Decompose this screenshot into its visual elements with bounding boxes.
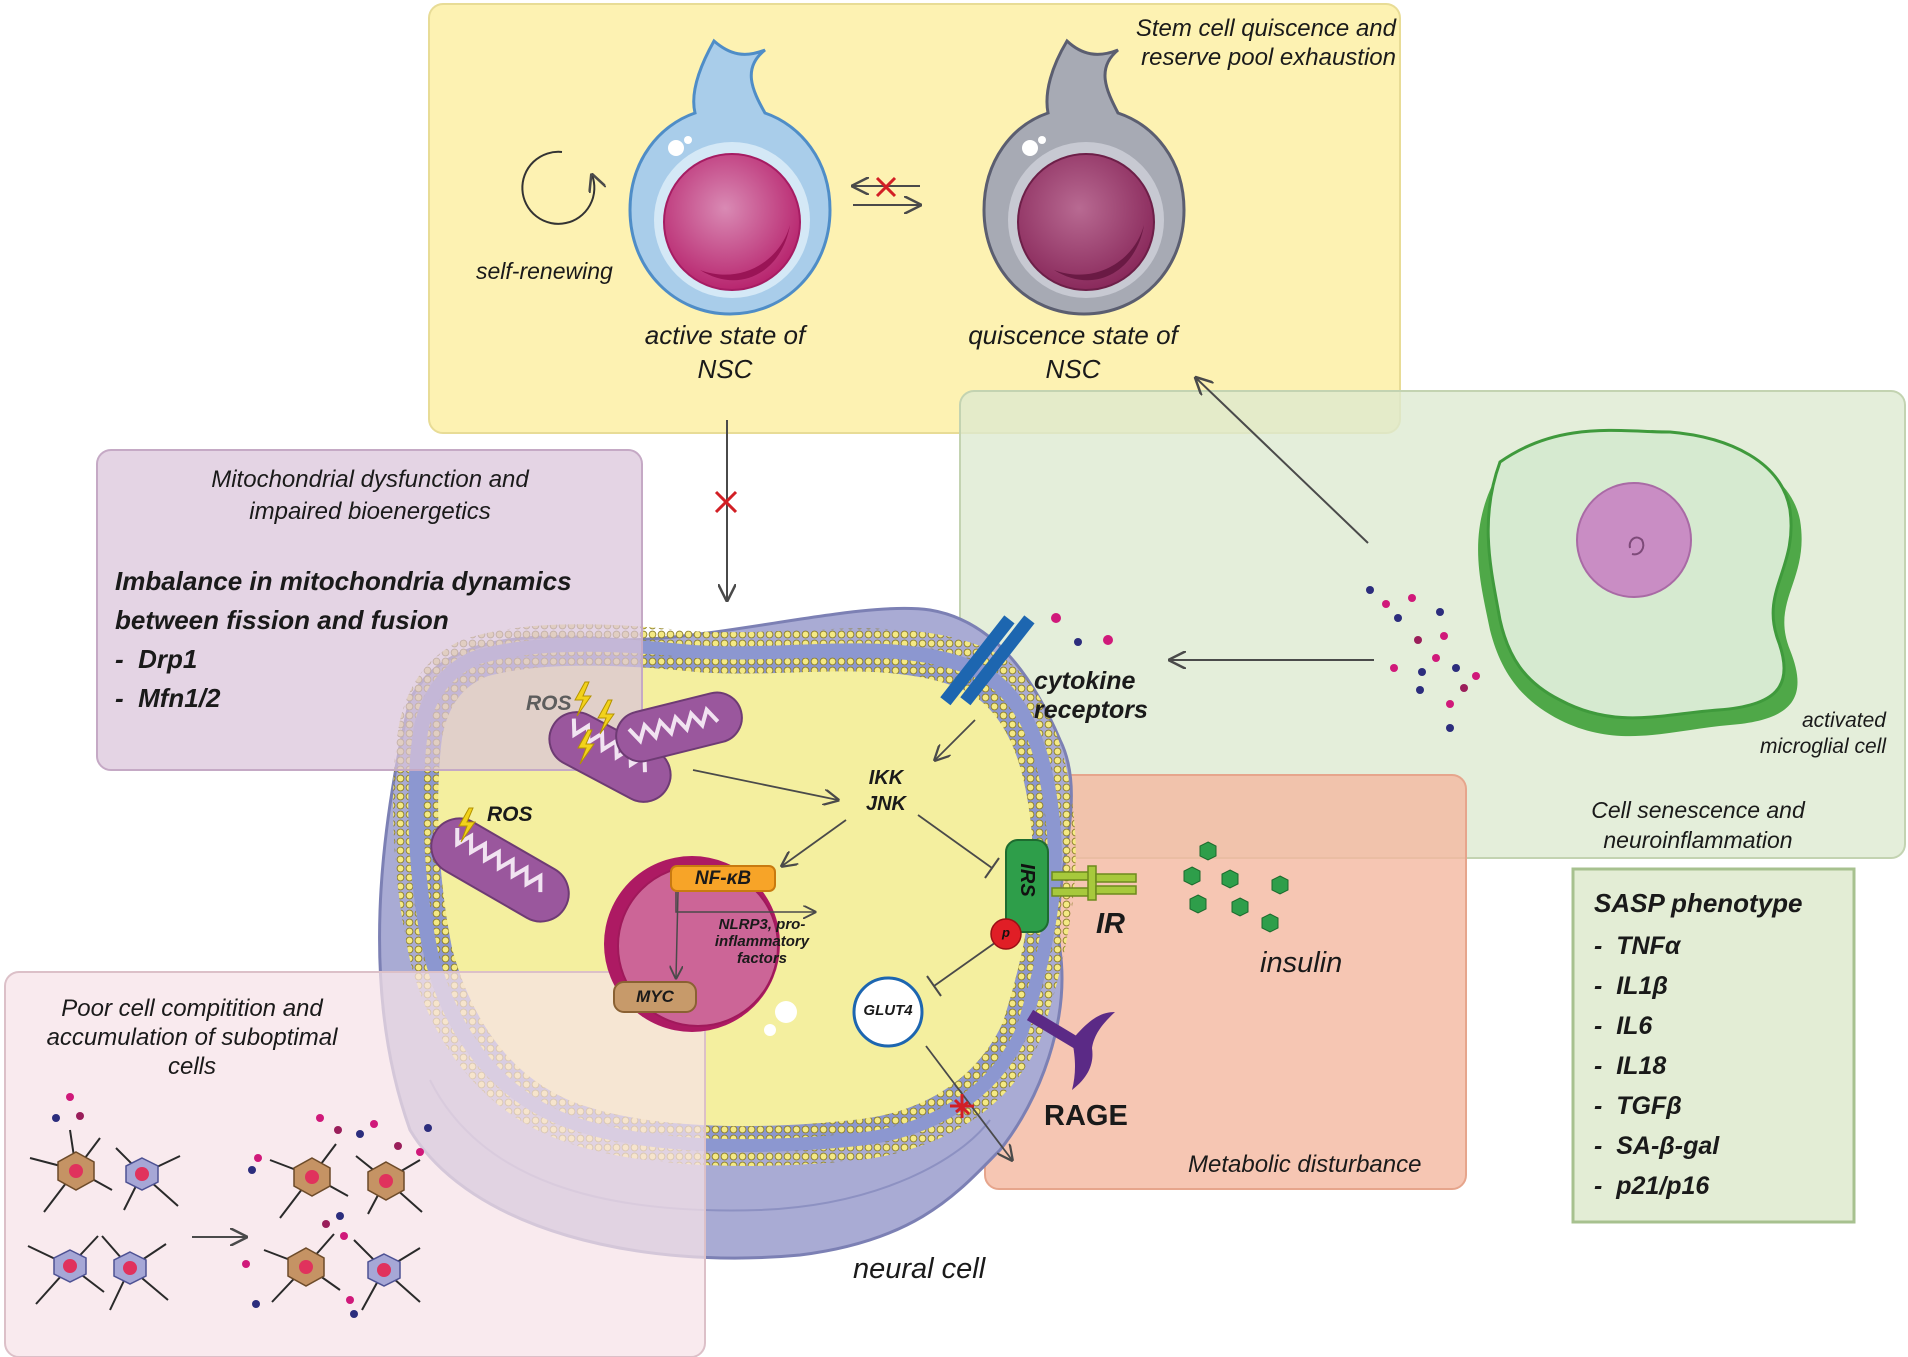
ikk-jnk-label: IKK JNK: [865, 767, 906, 815]
mitochondria-item-list: - Drp1 - Mfn1/2: [115, 640, 220, 718]
competition-dots: [52, 1093, 432, 1318]
nfkb-label: NF-κB: [694, 868, 752, 889]
ikk-to-nfkb-arrow: [782, 819, 847, 866]
glut4-transporter: [852, 976, 924, 1048]
active-nsc: [628, 38, 832, 316]
phospho-label: p: [1002, 925, 1010, 940]
glut4-arrow: [925, 1045, 1012, 1160]
stem-cell-panel: [428, 3, 1401, 434]
ros-lightning-icons: [458, 681, 615, 843]
irs-protein: [1005, 839, 1049, 933]
neuron-bodies-before: [53, 1151, 159, 1285]
cytokine-receptors-label: cytokine receptors: [1034, 667, 1148, 724]
mitochondrion-3: [430, 817, 570, 923]
sasp-panel: [1571, 867, 1856, 1224]
insulin-receptor: [1051, 865, 1137, 901]
sasp-item: - p21/p16: [1594, 1172, 1710, 1200]
nlrp3-label: NLRP3, pro-inflammatory factors: [714, 916, 810, 967]
block-x-top: [875, 176, 897, 198]
sasp-item-text: SA-β-gal: [1616, 1132, 1720, 1160]
mitochondria-item: - Mfn1/2: [115, 683, 221, 713]
sasp-item-text: IL18: [1616, 1052, 1667, 1080]
irs-inhibit-bar: [926, 975, 942, 997]
drp1-text: Drp1: [138, 644, 198, 674]
neural-cell-label: neural cell: [853, 1253, 986, 1285]
sasp-item: - IL6: [1594, 1012, 1653, 1040]
nfkb-to-nlrp3-arrow: [675, 892, 815, 912]
sasp-item: - SA-β-gal: [1594, 1132, 1720, 1160]
sasp-item-text: TNFα: [1616, 932, 1681, 960]
ir-label: IR: [1096, 908, 1125, 940]
cytokine-dots: [1024, 586, 1480, 732]
sasp-item-text: TGFβ: [1616, 1092, 1682, 1120]
competition-panel-title: Poor cell compitition and accumulation o…: [46, 995, 338, 1080]
sasp-item: - IL18: [1594, 1052, 1667, 1080]
competition-panel: [4, 971, 706, 1357]
neuron-bodies-after: [287, 1157, 405, 1287]
insulin-label: insulin: [1260, 947, 1343, 979]
sasp-item-list: - TNFα - IL1β - IL6 - IL18 - TGFβ - SA-β…: [1594, 926, 1719, 1206]
neuron-group-before: [27, 1129, 181, 1311]
jnk-inhibits-irs: [917, 814, 993, 869]
myc-label: MYC: [636, 987, 674, 1006]
block-x-mid: [714, 490, 738, 514]
mito-to-ikk-arrow: [692, 769, 838, 800]
insulin-molecules: [1183, 841, 1289, 933]
sasp-item: - TGFβ: [1594, 1092, 1682, 1120]
ros-label-2: ROS: [487, 803, 533, 826]
rage-receptor: [1026, 1009, 1115, 1090]
stem-cell-panel-title: Stem cell quiscence and reserve pool exh…: [1135, 15, 1396, 71]
active-state-label: active state of NSC: [644, 320, 806, 384]
nfkb-box: [670, 865, 776, 892]
rage-label: RAGE: [1044, 1100, 1128, 1132]
sasp-item-text: p21/p16: [1616, 1172, 1710, 1200]
metabolic-panel-title: Metabolic disturbance: [1188, 1151, 1422, 1178]
sasp-item-text: IL6: [1616, 1012, 1653, 1040]
senescence-panel-title: Cell senescence and neuroinflammation: [1591, 797, 1805, 853]
quiescent-nsc: [982, 38, 1186, 316]
mitochondrion-2: [615, 691, 743, 763]
sasp-item: - TNFα: [1594, 932, 1681, 960]
microglial-cell: [1478, 428, 1802, 737]
sasp-item-text: IL1β: [1616, 972, 1668, 1000]
sasp-item: - IL1β: [1594, 972, 1668, 1000]
irs-label: IRS: [1016, 863, 1038, 897]
self-renewing-label: self-renewing: [476, 258, 613, 284]
mitochondria-panel: [96, 449, 643, 771]
mitochondria-panel-title: Mitochondrial dysfunction and impaired b…: [211, 466, 529, 525]
glut4-block-cross: [950, 1094, 974, 1118]
sasp-title: SASP phenotype: [1594, 888, 1803, 918]
self-renewing-arrow: [521, 150, 594, 225]
mitochondria-heading: Imbalance in mitochondria dynamics betwe…: [115, 566, 572, 635]
nfkb-to-myc-arrow: [676, 891, 678, 978]
myc-box: [613, 981, 697, 1013]
jnk-inhibit-bar: [984, 857, 1000, 879]
neuron-group-after: [263, 1143, 423, 1311]
mfn-text: Mfn1/2: [138, 683, 221, 713]
cytokine-receptor: [940, 615, 1035, 706]
glut4-label: GLUT4: [863, 1002, 913, 1019]
quiescence-state-label: quiscence state of NSC: [968, 320, 1178, 384]
mitochondrion-1: [548, 711, 672, 803]
microglia-label: activated microglial cell: [1759, 709, 1886, 758]
ros-label-1: ROS: [526, 692, 572, 715]
mitochondria-item: - Drp1: [115, 644, 198, 674]
phospho-p: [990, 918, 1022, 950]
receptor-to-ikk-arrow: [935, 719, 976, 760]
microglia-to-nsc-arrow: [1196, 378, 1369, 544]
